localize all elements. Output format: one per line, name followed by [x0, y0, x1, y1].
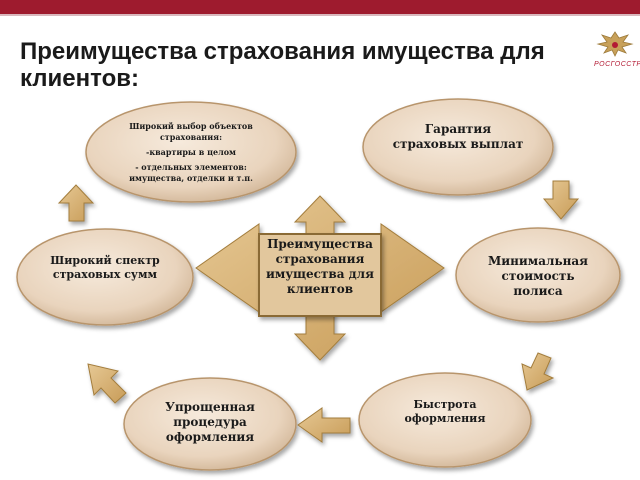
flow-arrow-up [57, 184, 95, 222]
slide-title-line-1: Преимущества страхования имущества для [20, 38, 545, 65]
flow-arrow-down-left [521, 352, 555, 391]
center-label-box [258, 233, 382, 317]
simplified-line-1: Упрощенная [165, 400, 255, 414]
guarantee-line-1: Гарантия [424, 122, 492, 136]
node-wide-range-text: Широкий спектр страховых сумм [35, 254, 175, 282]
center-label-line-3: имущества для [266, 267, 374, 281]
slide-title: Преимущества страхования имущества для к… [20, 38, 580, 92]
wide-range-line-2: страховых сумм [52, 268, 158, 281]
wide-choice-line-3: -квартиры в целом [146, 147, 236, 157]
wide-choice-line-5: имущества, отделки и т.п. [129, 173, 253, 183]
node-wide-choice-text: Широкий выбор объектов страхования: -ква… [116, 121, 266, 184]
flow-arrow-down [542, 180, 580, 220]
node-wide-range [16, 228, 194, 326]
slide-title-line-2: клиентов: [20, 65, 139, 92]
wide-choice-line-2: страхования: [159, 132, 223, 142]
speed-line-2: оформления [404, 412, 486, 425]
center-label-line-2: страхования [275, 252, 365, 266]
min-cost-line-2: стоимость [501, 269, 575, 283]
node-speed-text: Быстрота оформления [375, 398, 515, 426]
center-label-line-1: Преимущества [267, 237, 373, 251]
center-label-line-4: клиентов [286, 282, 354, 296]
node-guarantee-text: Гарантия страховых выплат [378, 122, 538, 152]
node-guarantee [362, 98, 554, 196]
guarantee-line-2: страховых выплат [392, 137, 524, 151]
node-speed [358, 372, 532, 468]
node-min-cost [455, 227, 621, 323]
top-accent-bar [0, 0, 640, 14]
top-accent-line [0, 14, 640, 16]
simplified-line-3: оформления [165, 430, 255, 444]
eagle-logo-icon [596, 31, 634, 57]
simplified-line-2: процедура [173, 415, 247, 429]
node-wide-choice [85, 101, 297, 203]
flow-arrow-up-left [87, 363, 127, 404]
center-label: Преимущества страхования имущества для к… [259, 237, 381, 297]
min-cost-line-3: полиса [513, 284, 563, 298]
min-cost-line-1: Минимальная [487, 254, 589, 268]
wide-choice-line-1: Широкий выбор объектов [129, 121, 253, 131]
wide-choice-line-4: - отдельных элементов: [135, 162, 247, 172]
node-simplified-text: Упрощенная процедура оформления [140, 400, 280, 445]
node-simplified [123, 377, 297, 471]
speed-line-1: Быстрота [413, 398, 477, 411]
flow-arrow-left [297, 407, 351, 443]
wide-range-line-1: Широкий спектр [50, 254, 160, 267]
logo-caption: РОСГОССТРАХ [594, 61, 640, 68]
node-min-cost-text: Минимальная стоимость полиса [468, 254, 608, 299]
